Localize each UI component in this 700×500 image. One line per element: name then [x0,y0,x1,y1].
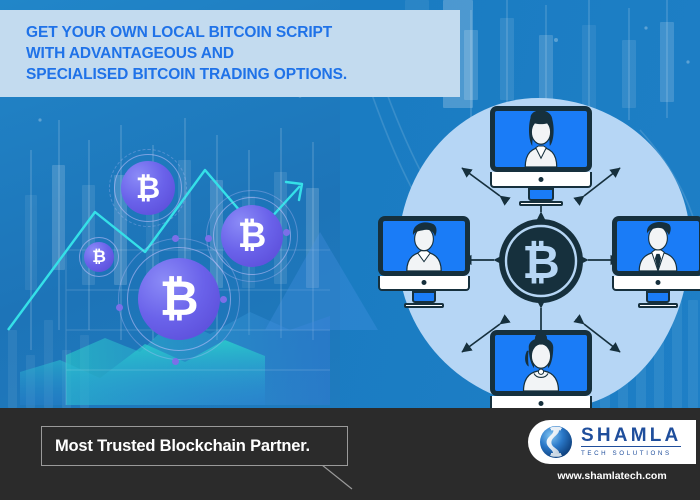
monitor-stand [528,188,554,201]
monitor-display [495,335,587,391]
shamla-sphere-icon [540,426,572,458]
bitcoin-coin-large: ₿ [116,235,240,365]
headline-line-3: SPECIALISED BITCOIN TRADING OPTIONS. [26,66,348,83]
monitor-display [383,221,465,271]
bitcoin-coin-small: ₿ [109,149,187,227]
bitcoin-coin-medium: ₿ [205,190,298,282]
callout-tail [322,465,353,490]
person-man-short-hair-icon [406,222,442,271]
monitor-indicator-dot [538,401,544,406]
monitor-display [495,111,587,167]
node-monitor-right[interactable] [612,216,700,308]
headline-line-1: GET YOUR OWN LOCAL BITCOIN SCRIPT [26,24,333,41]
logo-name: SHAMLA [581,425,682,447]
bitcoin-coin-tiny: ₿ [79,237,119,277]
monitor-base [490,172,592,188]
node-monitor-left[interactable] [378,216,470,308]
monitor-display [617,221,699,271]
center-bitcoin-node[interactable]: ₿ [498,218,584,304]
tagline-callout-box: Most Trusted Blockchain Partner. [41,426,348,466]
bitcoin-icon: ₿ [499,219,583,303]
monitor-indicator-dot [655,280,661,285]
logo-subtitle: TECH SOLUTIONS [581,446,682,458]
monitor-screen [378,216,470,276]
bitcoin-symbol: ₿ [522,235,560,289]
tagline-text: Most Trusted Blockchain Partner. [55,436,310,455]
monitor-base [612,276,700,291]
monitor-indicator-dot [538,177,544,182]
website-url[interactable]: www.shamlatech.com [557,470,667,482]
headline-panel: GET YOUR OWN LOCAL BITCOIN SCRIPT WITH A… [0,10,460,97]
coin-symbol: ₿ [84,242,114,272]
coin-symbol: ₿ [121,161,175,215]
monitor-base [378,276,470,291]
coin-symbol: ₿ [221,205,283,267]
person-man-suit-tie-icon [638,222,678,271]
company-logo[interactable]: SHAMLA TECH SOLUTIONS [528,420,696,464]
monitor-foot [638,303,678,308]
monitor-foot [404,303,444,308]
monitor-stand [646,291,670,303]
monitor-foot [519,201,563,206]
node-monitor-top[interactable] [490,106,592,206]
monitor-indicator-dot [421,280,427,285]
person-woman-ponytail-icon [522,335,560,391]
coin-symbol: ₿ [138,258,220,340]
person-woman-long-hair-icon [524,111,558,167]
monitor-screen [612,216,700,276]
monitor-screen [490,106,592,172]
monitor-stand [412,291,436,303]
monitor-screen [490,330,592,396]
headline-line-2: WITH ADVANTAGEOUS AND [26,45,234,62]
